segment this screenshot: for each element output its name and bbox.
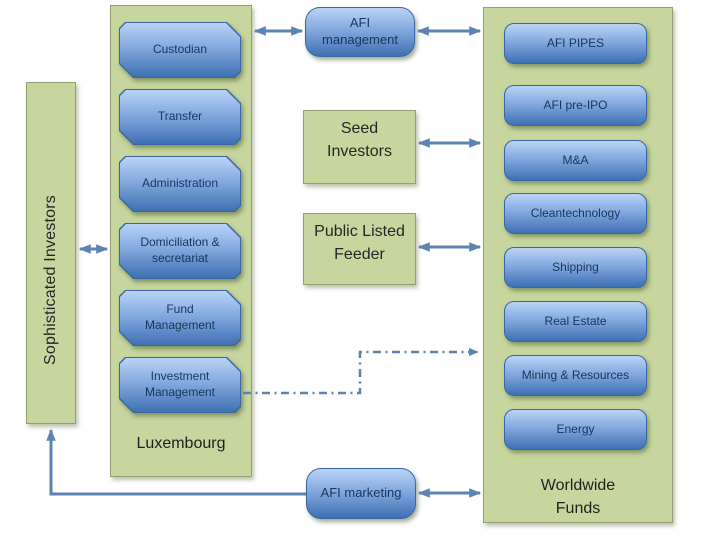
- snip-shape: [119, 22, 241, 78]
- box-domiciliation-secretariat-label: Domiciliation & secretariat: [140, 235, 220, 265]
- box-afi-pipes: AFI PIPES: [504, 23, 647, 64]
- luxembourg-container: Custodian Transfer Administration Domici…: [110, 5, 252, 477]
- box-real-estate-label: Real Estate: [544, 313, 607, 328]
- box-mining-resources: Mining & Resources: [504, 355, 647, 396]
- box-fund-management-label: Fund Management: [144, 302, 216, 332]
- box-custodian-label: Custodian: [152, 42, 208, 57]
- seed-investors-label: Seed Investors: [327, 120, 392, 160]
- box-cleantechnology-label: Cleantechnology: [530, 205, 621, 220]
- box-transfer: Transfer: [119, 89, 241, 145]
- sophisticated-investors-label: Sophisticated Investors: [42, 194, 59, 366]
- snip-shape: [119, 290, 241, 346]
- sophisticated-investors-panel: Sophisticated Investors: [26, 82, 76, 424]
- box-afi-pre-ipo-label: AFI pre-IPO: [543, 97, 608, 112]
- box-fund-management: Fund Management: [119, 290, 241, 346]
- connector-investmentmgmt-worldwide-dashdot: [243, 348, 479, 395]
- box-afi-marketing: AFI marketing: [306, 468, 416, 519]
- box-investment-management-label: Investment Management: [144, 369, 216, 399]
- snip-shape: [119, 156, 241, 212]
- box-shipping-label: Shipping: [552, 259, 599, 274]
- box-m-and-a: M&A: [504, 140, 647, 181]
- snip-shape: [119, 89, 241, 145]
- box-investment-management: Investment Management: [119, 357, 241, 413]
- box-energy-label: Energy: [556, 421, 595, 436]
- box-shipping: Shipping: [504, 247, 647, 288]
- box-transfer-label: Transfer: [157, 109, 203, 124]
- box-afi-pipes-label: AFI PIPES: [546, 35, 605, 50]
- box-domiciliation-secretariat: Domiciliation & secretariat: [119, 223, 241, 279]
- box-energy: Energy: [504, 409, 647, 450]
- box-m-and-a-label: M&A: [562, 152, 589, 167]
- box-afi-pre-ipo: AFI pre-IPO: [504, 85, 647, 126]
- box-real-estate: Real Estate: [504, 301, 647, 342]
- worldwide-funds-container: AFI PIPES AFI pre-IPO M&A Cleantechnolog…: [483, 7, 673, 523]
- public-listed-feeder: Public Listed Feeder: [303, 213, 416, 285]
- seed-investors: Seed Investors: [303, 110, 416, 184]
- luxembourg-title: Luxembourg: [136, 435, 226, 452]
- box-afi-management: AFI management: [305, 7, 415, 57]
- box-administration: Administration: [119, 156, 241, 212]
- box-afi-marketing-label: AFI marketing: [320, 485, 402, 501]
- box-custodian: Custodian: [119, 22, 241, 78]
- box-afi-management-label: AFI management: [322, 15, 398, 47]
- public-listed-feeder-label: Public Listed Feeder: [314, 223, 405, 263]
- box-cleantechnology: Cleantechnology: [504, 193, 647, 234]
- snip-shape: [119, 223, 241, 279]
- box-mining-resources-label: Mining & Resources: [521, 367, 630, 382]
- snip-shape: [119, 357, 241, 413]
- worldwide-funds-title: Worldwide Funds: [540, 477, 616, 518]
- box-administration-label: Administration: [141, 176, 219, 191]
